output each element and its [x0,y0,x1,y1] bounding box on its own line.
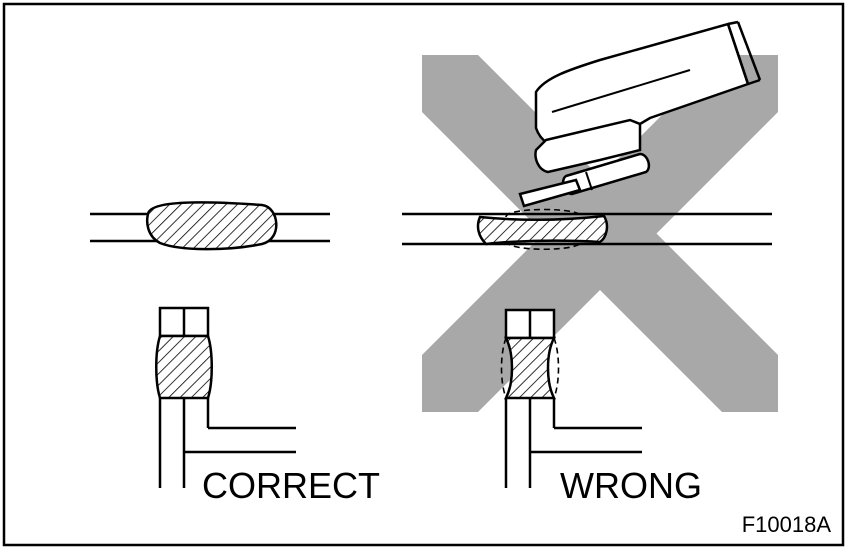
wrong-barrel-ideal-outline-dashed [500,337,560,399]
wrong-wire-side-view [402,208,772,251]
wrong-solder-deposit [476,214,609,246]
correct-solder-barrel [155,334,213,400]
wrong-solder-barrel [503,336,557,400]
wrong-terminal-view [500,308,642,488]
wrong-label: WRONG [560,465,702,506]
wrong-ideal-outline-dashed [505,208,583,251]
soldering-iron-icon [518,20,762,208]
correct-label: CORRECT [202,465,380,506]
correct-wire-side-view [90,201,330,251]
correct-solder-bead [145,201,278,251]
figure-code-label: F10018A [742,512,832,537]
correct-terminal-view [155,306,296,488]
